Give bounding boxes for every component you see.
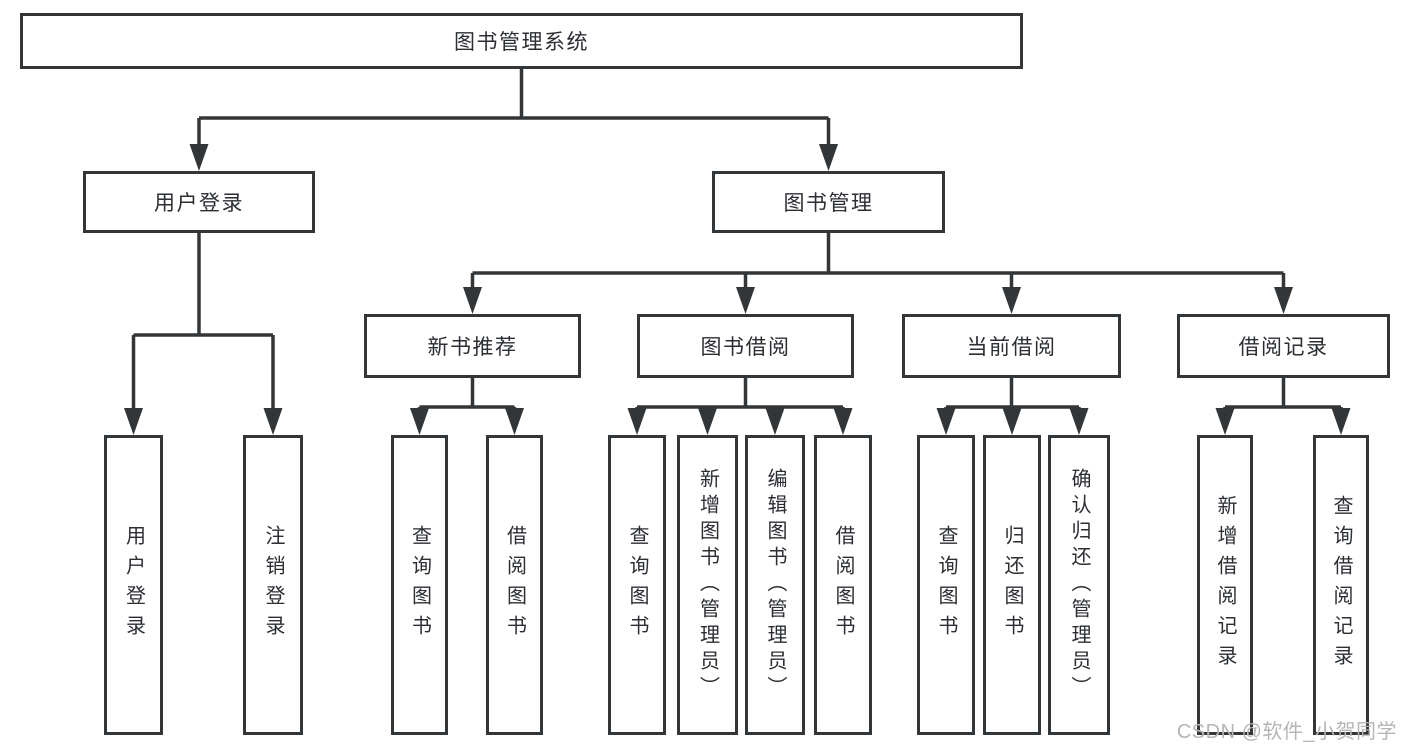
leaf-label: 归还图书	[1001, 525, 1023, 645]
node-borrowing-records: 借阅记录	[1177, 314, 1390, 378]
node-label: 图书管理系统	[454, 31, 589, 54]
leaf-query-borrow-record: 查询借阅记录	[1313, 435, 1369, 735]
leaf-label: 查询借阅记录	[1330, 495, 1352, 675]
node-label: 图书借阅	[700, 336, 791, 359]
node-book-management: 图书管理	[712, 171, 945, 233]
leaf-add-borrow-record: 新增借阅记录	[1197, 435, 1253, 735]
node-label: 用户登录	[154, 192, 244, 215]
node-library-management-system: 图书管理系统	[20, 13, 1023, 69]
node-current-borrowing: 当前借阅	[902, 314, 1121, 378]
leaf-query-books-recommend: 查询图书	[391, 435, 448, 735]
leaf-query-books-current: 查询图书	[917, 435, 975, 735]
leaf-label: 查询图书	[935, 525, 957, 645]
leaf-query-books-borrow: 查询图书	[608, 435, 666, 735]
leaf-label: 新增图书（管理员）	[696, 468, 719, 702]
leaf-label: 用户登录	[122, 525, 145, 645]
node-new-book-recommendation: 新书推荐	[364, 314, 581, 378]
node-label: 借阅记录	[1238, 336, 1329, 359]
leaf-label: 新增借阅记录	[1214, 495, 1236, 675]
leaf-label: 借阅图书	[503, 525, 526, 645]
leaf-label: 查询图书	[408, 525, 431, 645]
leaf-label: 编辑图书（管理员）	[764, 468, 786, 702]
leaf-confirm-return-admin: 确认归还（管理员）	[1048, 435, 1110, 735]
leaf-return-books: 归还图书	[983, 435, 1041, 735]
node-label: 新书推荐	[427, 336, 518, 359]
leaf-add-books-admin: 新增图书（管理员）	[677, 435, 738, 735]
leaf-label: 确认归还（管理员）	[1068, 468, 1090, 702]
csdn-watermark: CSDN @软件_小贺同学	[1176, 721, 1397, 743]
leaf-label: 注销登录	[262, 525, 284, 645]
leaf-edit-books-admin: 编辑图书（管理员）	[745, 435, 805, 735]
leaf-user-login: 用户登录	[104, 435, 163, 735]
node-book-borrowing: 图书借阅	[637, 314, 854, 378]
leaf-borrow-books-recommend: 借阅图书	[486, 435, 543, 735]
leaf-label: 借阅图书	[832, 525, 854, 645]
leaf-logout: 注销登录	[243, 435, 303, 735]
node-label: 当前借阅	[966, 336, 1057, 359]
node-label: 图书管理	[783, 192, 874, 215]
leaf-label: 查询图书	[626, 525, 648, 645]
node-user-login: 用户登录	[83, 171, 315, 233]
leaf-borrow-books: 借阅图书	[814, 435, 872, 735]
